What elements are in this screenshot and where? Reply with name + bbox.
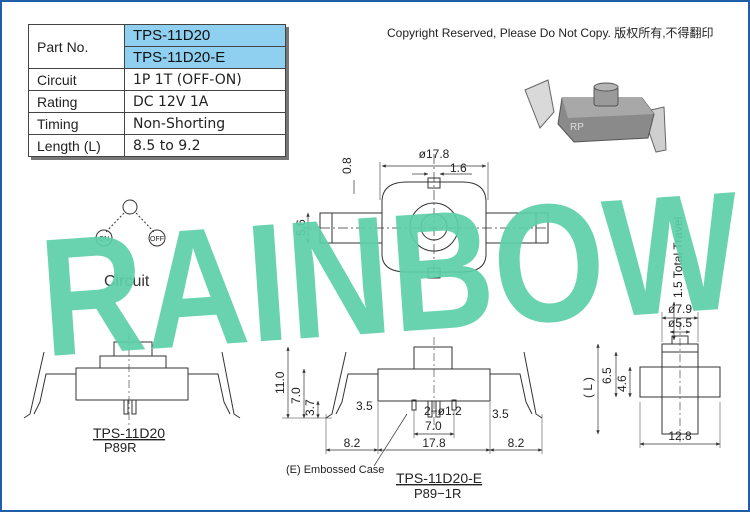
dim-inner-dia: ø5.5 — [668, 316, 692, 330]
left-model-code: P89R — [104, 440, 137, 455]
front-model-code: P89−1R — [414, 486, 461, 501]
front-view — [282, 337, 543, 467]
dim-front-pin-right: 3.5 — [492, 407, 509, 421]
dim-side-width: 12.8 — [668, 429, 692, 443]
spec-label: Part No. — [28, 24, 125, 69]
spec-row-part-no: Part No. TPS-11D20 — [28, 24, 286, 69]
on-label: ON — [99, 236, 110, 243]
spec-value: 1P 1T (OFF-ON) — [124, 68, 286, 91]
dim-front-side-left: 8.2 — [344, 436, 361, 450]
spec-row-part-no-e: TPS-11D20-E — [29, 46, 286, 69]
dim-front-pin-left: 3.5 — [356, 399, 373, 413]
embossed-case-callout: (E) Embossed Case — [286, 464, 384, 476]
dim-front-lower-height: 3.7 — [303, 399, 317, 416]
copyright-notice: Copyright Reserved, Please Do Not Copy. … — [387, 26, 714, 40]
photo-label: RP — [570, 122, 584, 133]
spec-row-circuit: Circuit 1P 1T (OFF-ON) — [28, 68, 286, 91]
dim-top-offset: 0.8 — [340, 157, 354, 174]
dim-front-side-right: 8.2 — [508, 436, 525, 450]
rainbow-watermark: RAINBOW — [34, 156, 746, 392]
dim-front-total-height: 11.0 — [273, 371, 287, 394]
spec-value: 8.5 to 9.2 — [124, 134, 286, 157]
left-model-drawing — [23, 332, 241, 427]
dim-total-travel: 1.5 Total Travel — [671, 217, 685, 298]
dim-length-l: ( L ) — [581, 377, 595, 398]
spec-row-timing: Timing Non-Shorting — [28, 112, 286, 135]
dim-top-height: 5.6 — [294, 219, 308, 236]
dim-top-slot: 1.6 — [450, 161, 467, 175]
dim-side-h2: 4.6 — [615, 375, 629, 392]
circuit-caption: Circuit — [104, 273, 150, 290]
dim-front-holes: 2−ø1.2 — [424, 404, 462, 418]
spec-value: Non-Shorting — [124, 112, 286, 135]
part-no-value: TPS-11D20-E — [124, 46, 286, 69]
product-photo: RP — [524, 79, 667, 153]
side-view — [596, 301, 721, 448]
dim-outer-dia: ø7.9 — [668, 302, 692, 316]
spec-table: Part No. TPS-11D20 TPS-11D20-E Circuit 1… — [28, 24, 286, 157]
dim-front-center: 17.8 — [422, 436, 446, 450]
spec-row-length: Length (L) 8.5 to 9.2 — [28, 134, 286, 157]
circuit-symbol: ON OFF Circuit — [95, 199, 166, 290]
dim-top-width: ø17.8 — [419, 147, 450, 161]
off-label: OFF — [150, 236, 164, 243]
dim-side-h1: 6.5 — [600, 367, 614, 384]
dim-front-body-height: 7.0 — [289, 387, 303, 404]
left-model-name: TPS-11D20 — [93, 425, 165, 441]
spec-label: Length (L) — [28, 134, 125, 157]
dim-front-pitch: 7.0 — [425, 419, 442, 433]
front-model-name: TPS-11D20-E — [396, 470, 482, 486]
top-view — [302, 154, 549, 279]
spec-label: Circuit — [28, 68, 125, 91]
